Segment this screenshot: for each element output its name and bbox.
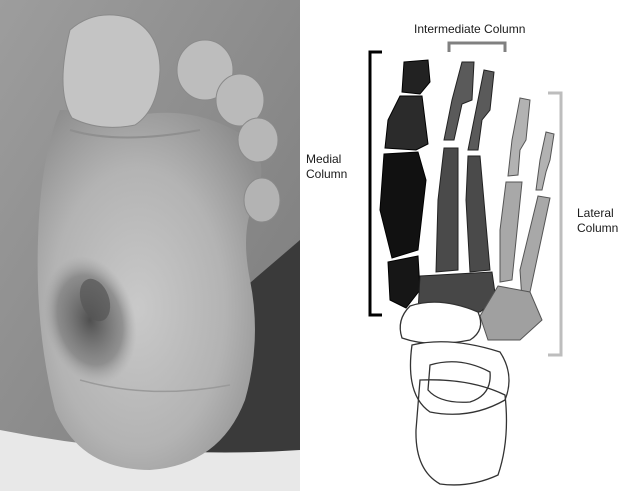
medial-column-bones xyxy=(380,60,430,308)
talus xyxy=(410,342,509,415)
intermediate-column-bracket xyxy=(449,43,505,52)
navicular xyxy=(400,302,480,343)
intermediate-column-bones xyxy=(418,62,496,312)
lateral-column-bones xyxy=(480,98,554,340)
second-toe-phalanges xyxy=(444,62,474,140)
fifth-metatarsal xyxy=(520,196,550,300)
medial-column-label: Medial Column xyxy=(306,152,347,182)
fifth-toe-phalanges xyxy=(536,132,554,190)
medial-column-label-line1: Medial xyxy=(306,152,347,167)
first-metatarsal xyxy=(380,152,426,258)
hallux-proximal-phalanx xyxy=(385,96,428,150)
lateral-column-label: Lateral Column xyxy=(577,206,618,236)
second-metatarsal xyxy=(436,148,458,272)
third-metatarsal xyxy=(466,156,490,272)
medial-cuneiform xyxy=(388,256,420,308)
fourth-metatarsal xyxy=(500,182,522,282)
lateral-column-label-line1: Lateral xyxy=(577,206,618,221)
intermediate-column-label: Intermediate Column xyxy=(414,22,525,37)
lateral-column-label-line2: Column xyxy=(577,221,618,236)
medial-column-label-line2: Column xyxy=(306,167,347,182)
hallux-distal-phalanx xyxy=(402,60,430,94)
fourth-toe-phalanges xyxy=(508,98,530,176)
lateral-column-bracket xyxy=(548,93,561,355)
medial-column-bracket xyxy=(370,52,382,315)
